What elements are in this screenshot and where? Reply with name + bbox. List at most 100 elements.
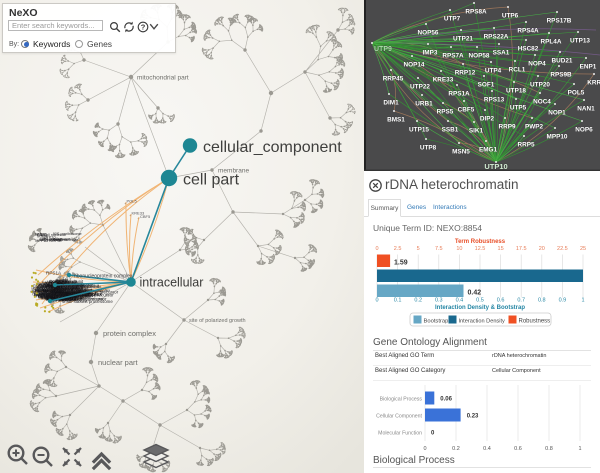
svg-text:RRP5: RRP5 xyxy=(75,283,87,288)
svg-text:ribosomal subunit: ribosomal subunit xyxy=(47,294,78,299)
svg-text:RPS13: RPS13 xyxy=(54,292,68,297)
svg-text:RRP5: RRP5 xyxy=(38,291,47,295)
svg-text:processome: processome xyxy=(53,297,83,303)
svg-text:ribosomal subunit: ribosomal subunit xyxy=(67,290,96,296)
svg-text:ribosomal subunit: ribosomal subunit xyxy=(60,284,100,290)
svg-text:subunit precursor: subunit precursor xyxy=(48,298,78,302)
svg-text:NOP14: NOP14 xyxy=(404,62,425,69)
svg-text:90S preribosome: 90S preribosome xyxy=(77,288,103,294)
svg-text:RRP45: RRP45 xyxy=(383,76,404,83)
svg-text:NOP4: NOP4 xyxy=(67,281,76,286)
svg-text:7.5: 7.5 xyxy=(435,246,443,252)
svg-text:MSN5: MSN5 xyxy=(452,149,470,156)
svg-text:MPP10: MPP10 xyxy=(59,297,74,303)
svg-text:Robustness: Robustness xyxy=(519,319,551,325)
svg-text:DIP2: DIP2 xyxy=(36,286,44,290)
svg-text:RPS13: RPS13 xyxy=(52,289,67,294)
svg-text:SSA1: SSA1 xyxy=(493,50,510,57)
svg-text:POL5: POL5 xyxy=(127,199,138,204)
svg-text:ribosomal subunit: ribosomal subunit xyxy=(38,283,64,288)
svg-text:UTP18: UTP18 xyxy=(72,284,86,290)
svg-text:preribosome: preribosome xyxy=(34,291,58,297)
svg-text:NOP58: NOP58 xyxy=(68,286,80,291)
svg-text:NOP58: NOP58 xyxy=(71,288,83,292)
svg-text:25: 25 xyxy=(580,246,586,252)
svg-text:RPS22A: RPS22A xyxy=(484,34,509,41)
svg-text:UTP10: UTP10 xyxy=(76,291,90,297)
svg-text:cell part: cell part xyxy=(183,172,240,189)
svg-text:large subunit: large subunit xyxy=(67,293,87,297)
svg-text:RRP9: RRP9 xyxy=(498,124,515,131)
svg-text:CBF5: CBF5 xyxy=(37,233,47,237)
svg-text:UTP10: UTP10 xyxy=(44,294,57,300)
svg-text:DIP2: DIP2 xyxy=(51,289,61,295)
svg-text:subunit precursor: subunit precursor xyxy=(58,291,88,297)
svg-text:0.5: 0.5 xyxy=(476,298,484,304)
svg-text:NOP14: NOP14 xyxy=(58,285,73,291)
svg-text:0.42: 0.42 xyxy=(468,290,482,297)
svg-text:UTP6: UTP6 xyxy=(502,13,519,20)
svg-text:90S preribosome precursor: 90S preribosome precursor xyxy=(58,293,114,298)
svg-text:UTP18: UTP18 xyxy=(71,286,84,291)
svg-text:20: 20 xyxy=(539,246,545,252)
svg-text:nucleolar part: nucleolar part xyxy=(38,284,64,289)
svg-text:mitochondrial part: mitochondrial part xyxy=(137,75,189,82)
svg-text:NOP4: NOP4 xyxy=(37,234,47,238)
svg-text:UTP18: UTP18 xyxy=(64,285,78,291)
svg-text:NOP58: NOP58 xyxy=(66,286,78,291)
svg-text:DIP2: DIP2 xyxy=(59,297,69,302)
svg-text:17.5: 17.5 xyxy=(516,246,527,252)
svg-text:1: 1 xyxy=(581,298,584,304)
svg-text:BMS1: BMS1 xyxy=(33,290,43,295)
svg-text:RPS13: RPS13 xyxy=(35,288,49,294)
svg-text:preribosome: preribosome xyxy=(36,289,61,295)
svg-text:UTP18: UTP18 xyxy=(64,284,78,290)
svg-text:ribosomal subunit: ribosomal subunit xyxy=(68,293,95,299)
svg-text:0.23: 0.23 xyxy=(467,414,479,420)
svg-text:snoRNP complex: snoRNP complex xyxy=(55,296,85,301)
svg-text:ribosome: ribosome xyxy=(60,286,74,290)
svg-text:UTP13: UTP13 xyxy=(570,38,590,45)
svg-text:SIK1: SIK1 xyxy=(65,288,72,292)
svg-text:RRP5: RRP5 xyxy=(51,287,63,292)
svg-text:Term Robustness: Term Robustness xyxy=(455,239,506,245)
svg-text:intracellular: intracellular xyxy=(140,276,204,290)
svg-text:90S preribosome: 90S preribosome xyxy=(44,289,75,295)
svg-text:subunit precursor: subunit precursor xyxy=(58,298,88,303)
svg-text:UTP8: UTP8 xyxy=(420,145,437,152)
svg-text:BMS1: BMS1 xyxy=(387,117,405,124)
svg-text:ribosome: ribosome xyxy=(38,295,53,300)
svg-text:EMG1: EMG1 xyxy=(479,147,498,154)
svg-text:0.6: 0.6 xyxy=(514,446,522,452)
svg-text:MPP10: MPP10 xyxy=(35,239,47,243)
svg-text:12.5: 12.5 xyxy=(475,246,486,252)
svg-text:NOP4: NOP4 xyxy=(37,282,50,287)
svg-text:Cellular Component: Cellular Component xyxy=(376,414,422,420)
svg-text:rRNA complex: rRNA complex xyxy=(34,292,63,298)
svg-text:KRE33: KRE33 xyxy=(79,288,93,293)
svg-text:NOP4: NOP4 xyxy=(35,287,47,293)
svg-text:90S preribosome: 90S preribosome xyxy=(47,287,72,292)
svg-text:IMP3: IMP3 xyxy=(423,50,438,57)
svg-text:RRP12: RRP12 xyxy=(63,279,76,284)
svg-text:processome: processome xyxy=(38,291,62,297)
svg-text:UTP18: UTP18 xyxy=(60,297,72,301)
svg-text:DIP2: DIP2 xyxy=(59,294,69,299)
svg-text:preribosome precursor: preribosome precursor xyxy=(74,289,119,295)
svg-text:URB1: URB1 xyxy=(37,287,46,291)
svg-text:RPS5: RPS5 xyxy=(53,284,63,288)
svg-text:SOF1: SOF1 xyxy=(478,82,495,89)
svg-text:DIP2: DIP2 xyxy=(69,287,79,292)
svg-text:large subunit: large subunit xyxy=(40,238,63,242)
svg-text:MPP10: MPP10 xyxy=(31,286,42,291)
svg-text:NOP58: NOP58 xyxy=(63,296,76,302)
svg-text:0: 0 xyxy=(375,246,378,252)
svg-text:EMG1: EMG1 xyxy=(34,292,45,298)
svg-text:0.7: 0.7 xyxy=(517,298,525,304)
svg-text:RPS5: RPS5 xyxy=(437,109,454,116)
svg-text:NOP58: NOP58 xyxy=(61,284,73,288)
svg-text:ribosome: ribosome xyxy=(50,291,65,295)
svg-text:IMP4: IMP4 xyxy=(52,287,62,292)
svg-text:protein complex: protein complex xyxy=(103,329,156,338)
svg-text:UTP20: UTP20 xyxy=(530,82,550,89)
